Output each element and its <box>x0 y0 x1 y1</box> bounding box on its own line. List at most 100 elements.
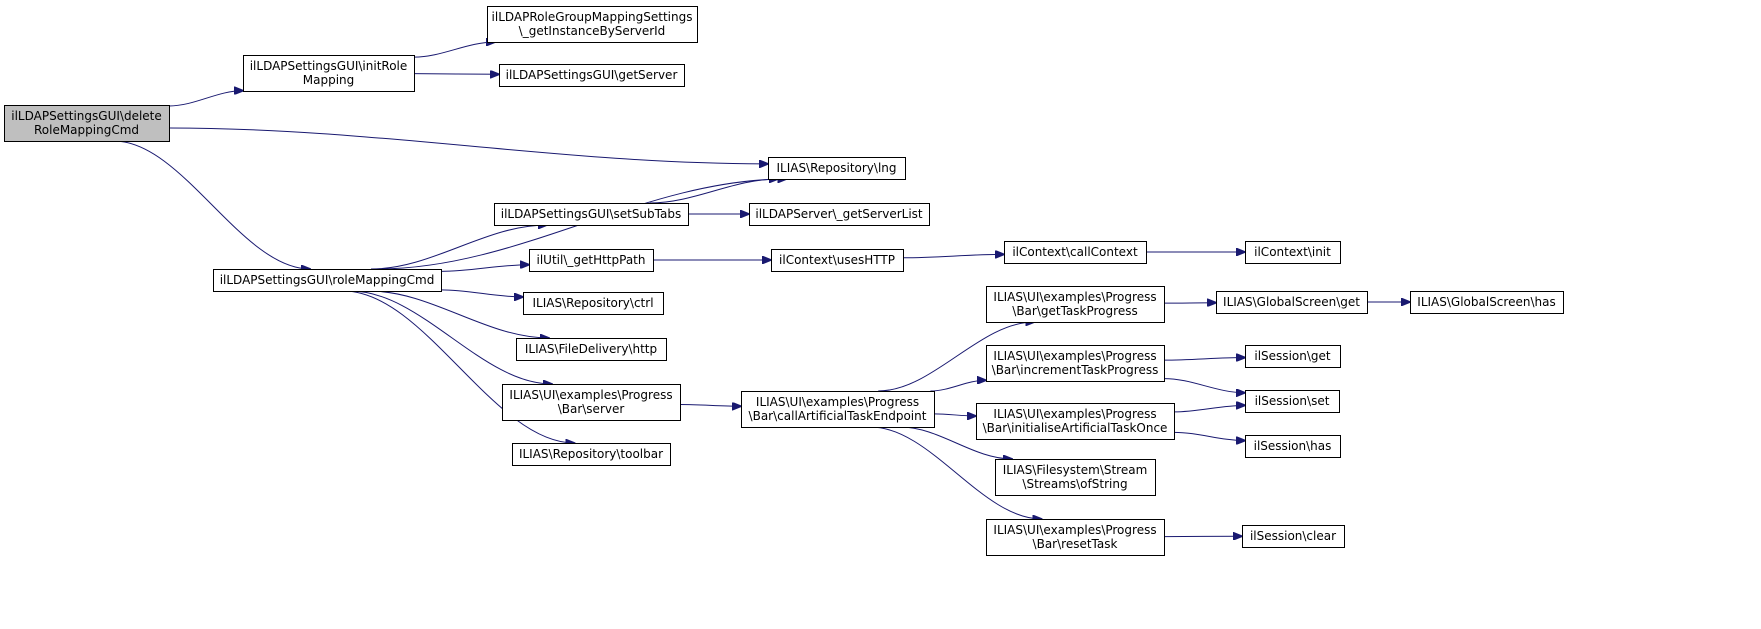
node-repository-lng[interactable]: ILIAS\Repository\lng <box>768 157 906 180</box>
node-label: ILIAS\UI\examples\Progress <box>509 388 672 402</box>
node-increment-task-progress[interactable]: ILIAS\UI\examples\Progress\Bar\increment… <box>986 345 1165 382</box>
node-box-reset-task <box>986 519 1165 556</box>
node-role-mapping-cmd[interactable]: ilLDAPSettingsGUI\roleMappingCmd <box>213 269 442 292</box>
node-label: ilContext\usesHTTP <box>779 253 895 267</box>
node-call-artificial-task-endpoint[interactable]: ILIAS\UI\examples\Progress\Bar\callArtif… <box>741 391 935 428</box>
node-box-get-task-progress <box>986 286 1165 323</box>
edge-role-mapping-cmd-to-file-delivery-http <box>369 290 549 338</box>
node-box-initialise-artificial-task-once <box>976 403 1175 440</box>
node-label: ILIAS\GlobalScreen\get <box>1223 295 1360 309</box>
node-box-streams-of-string <box>995 459 1156 496</box>
node-uses-http[interactable]: ilContext\usesHTTP <box>771 249 904 272</box>
node-box-global-screen-has <box>1410 291 1564 314</box>
node-session-get[interactable]: ilSession\get <box>1245 345 1341 368</box>
node-label: ILIAS\UI\examples\Progress <box>993 407 1156 421</box>
node-box-context-init <box>1245 241 1341 264</box>
node-label: ilSession\set <box>1255 394 1330 408</box>
node-box-repository-ctrl <box>523 292 664 315</box>
node-label: ILIAS\UI\examples\Progress <box>993 523 1156 537</box>
edge-delete-role-mapping-cmd-to-init-role-mapping <box>168 91 243 107</box>
node-label: ilLDAPSettingsGUI\roleMappingCmd <box>220 273 435 287</box>
node-label: ILIAS\UI\examples\Progress <box>993 349 1156 363</box>
edge-delete-role-mapping-cmd-to-role-mapping-cmd <box>114 140 310 269</box>
node-repository-ctrl[interactable]: ILIAS\Repository\ctrl <box>523 292 664 315</box>
node-box-delete-role-mapping-cmd <box>4 105 170 142</box>
node-global-screen-get[interactable]: ILIAS\GlobalScreen\get <box>1216 291 1368 314</box>
node-progress-bar-server[interactable]: ILIAS\UI\examples\Progress\Bar\server <box>502 384 681 421</box>
node-label: ILIAS\Filesystem\Stream <box>1003 463 1148 477</box>
node-get-instance-by-server-id[interactable]: ilLDAPRoleGroupMappingSettings\_getInsta… <box>487 6 698 43</box>
node-context-init[interactable]: ilContext\init <box>1245 241 1341 264</box>
node-box-session-set <box>1245 390 1340 413</box>
node-label: ilLDAPRoleGroupMappingSettings <box>492 10 693 24</box>
node-label: ilUtil\_getHttpPath <box>537 253 646 267</box>
edge-role-mapping-cmd-to-progress-bar-server <box>350 290 552 384</box>
node-label: ILIAS\Repository\lng <box>776 161 896 175</box>
edge-uses-http-to-call-context <box>902 254 1004 257</box>
node-session-has[interactable]: ilSession\has <box>1245 435 1341 458</box>
edge-initialise-artificial-task-once-to-session-has <box>1173 431 1245 440</box>
node-get-server-list[interactable]: ilLDAPServer\_getServerList <box>749 203 930 226</box>
node-label: ilLDAPServer\_getServerList <box>755 207 923 221</box>
node-label: ILIAS\FileDelivery\http <box>525 342 657 356</box>
node-label: ilSession\clear <box>1250 529 1336 543</box>
node-label: RoleMappingCmd <box>34 123 139 137</box>
node-get-http-path[interactable]: ilUtil\_getHttpPath <box>529 249 654 272</box>
edge-role-mapping-cmd-to-set-sub-tabs <box>370 225 547 270</box>
node-label: ilSession\has <box>1254 439 1332 453</box>
edge-init-role-mapping-to-get-server <box>413 74 499 75</box>
node-label: ILIAS\Repository\toolbar <box>519 447 663 461</box>
node-label: \Bar\initialiseArtificialTaskOnce <box>983 421 1168 435</box>
node-label: ilContext\init <box>1254 245 1331 259</box>
node-initialise-artificial-task-once[interactable]: ILIAS\UI\examples\Progress\Bar\initialis… <box>976 403 1175 440</box>
node-label: ilSession\get <box>1254 349 1330 363</box>
node-box-session-clear <box>1242 525 1345 548</box>
node-label: \Bar\resetTask <box>1033 537 1118 551</box>
node-label: ILIAS\Repository\ctrl <box>532 296 653 310</box>
edge-call-artificial-task-endpoint-to-reset-task <box>870 426 1042 519</box>
node-streams-of-string[interactable]: ILIAS\Filesystem\Stream\Streams\ofString <box>995 459 1156 496</box>
node-label: ilLDAPSettingsGUI\initRole <box>250 59 408 73</box>
node-session-clear[interactable]: ilSession\clear <box>1242 525 1345 548</box>
node-get-task-progress[interactable]: ILIAS\UI\examples\Progress\Bar\getTaskPr… <box>986 286 1165 323</box>
edge-increment-task-progress-to-session-set <box>1163 378 1245 393</box>
node-reset-task[interactable]: ILIAS\UI\examples\Progress\Bar\resetTask <box>986 519 1165 556</box>
edge-call-artificial-task-endpoint-to-initialise-artificial-task-once <box>933 414 976 416</box>
node-box-get-server <box>499 64 685 87</box>
node-session-set[interactable]: ilSession\set <box>1245 390 1340 413</box>
edge-call-artificial-task-endpoint-to-increment-task-progress <box>930 380 986 392</box>
node-label: \Bar\getTaskProgress <box>1012 304 1137 318</box>
edge-set-sub-tabs-to-repository-lng <box>649 179 778 204</box>
node-box-get-server-list <box>749 203 930 226</box>
node-label: Mapping <box>303 73 355 87</box>
edge-role-mapping-cmd-to-repository-ctrl <box>440 289 523 297</box>
node-call-context[interactable]: ilContext\callContext <box>1004 241 1147 264</box>
node-get-server[interactable]: ilLDAPSettingsGUI\getServer <box>499 64 685 87</box>
node-box-init-role-mapping <box>243 55 415 92</box>
node-set-sub-tabs[interactable]: ilLDAPSettingsGUI\setSubTabs <box>494 203 689 226</box>
node-global-screen-has[interactable]: ILIAS\GlobalScreen\has <box>1410 291 1564 314</box>
node-file-delivery-http[interactable]: ILIAS\FileDelivery\http <box>516 338 667 361</box>
node-box-progress-bar-server <box>502 384 681 421</box>
node-repository-toolbar[interactable]: ILIAS\Repository\toolbar <box>512 443 671 466</box>
edge-role-mapping-cmd-to-repository-toolbar <box>343 290 575 443</box>
node-box-session-has <box>1245 435 1341 458</box>
node-box-session-get <box>1245 345 1341 368</box>
node-box-call-artificial-task-endpoint <box>741 391 935 428</box>
node-label: \_getInstanceByServerId <box>519 24 666 38</box>
node-label: ILIAS\UI\examples\Progress <box>993 290 1156 304</box>
node-label: ilLDAPSettingsGUI\delete <box>11 109 162 123</box>
edge-progress-bar-server-to-call-artificial-task-endpoint <box>679 405 741 407</box>
node-box-repository-toolbar <box>512 443 671 466</box>
edge-call-artificial-task-endpoint-to-streams-of-string <box>900 426 1012 459</box>
node-label: ilLDAPSettingsGUI\setSubTabs <box>501 207 681 221</box>
edge-delete-role-mapping-cmd-to-repository-lng <box>168 127 768 164</box>
node-label: ILIAS\UI\examples\Progress <box>756 395 919 409</box>
node-box-repository-lng <box>768 157 906 180</box>
edge-role-mapping-cmd-to-get-http-path <box>440 265 529 272</box>
node-label: \Bar\server <box>558 402 625 416</box>
node-box-global-screen-get <box>1216 291 1368 314</box>
